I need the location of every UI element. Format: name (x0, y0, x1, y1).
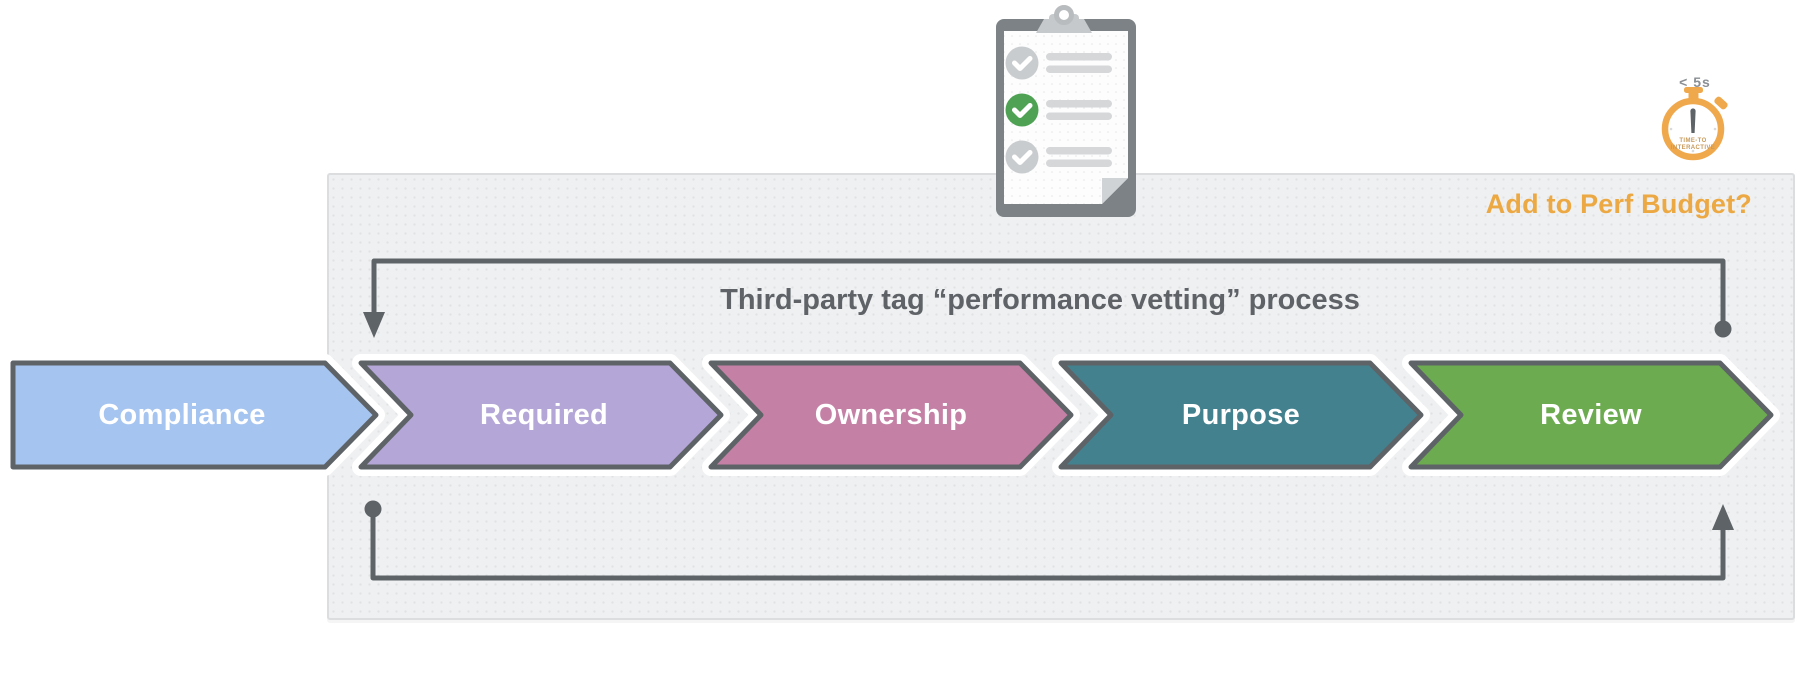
loop-arrow-top (363, 258, 1732, 338)
paper-fold-icon (1102, 178, 1128, 204)
checkmark-icon (1012, 103, 1033, 118)
stopwatch-caption-line2: INTERACTIVE (1671, 145, 1715, 151)
stopwatch-icon: TIME-TO INTERACTIVE (1661, 87, 1728, 161)
loop-bottom-arrowhead-icon (1712, 504, 1734, 530)
stage-arrow-required (358, 360, 724, 470)
stopwatch-caption-line1: TIME-TO (1679, 138, 1706, 144)
stage-arrow-compliance (10, 360, 379, 470)
checkmark-icon (1012, 150, 1033, 165)
clipboard-icon (996, 5, 1136, 217)
stage-arrows (10, 360, 1774, 470)
stage-arrow-ownership (708, 360, 1074, 470)
checklist-row-1 (1005, 46, 1112, 80)
clipboard-clip-icon (1036, 19, 1092, 33)
stage-arrow-purpose (1058, 360, 1424, 470)
stage-arrow-review (1408, 360, 1774, 470)
perf-budget-question: Add to Perf Budget? (1485, 189, 1752, 219)
checklist-row-2 (1005, 93, 1112, 127)
loop-arrow-bottom (364, 500, 1734, 581)
loop-top-arrowhead-icon (363, 312, 385, 338)
loop-top-start-dot (1714, 320, 1732, 338)
diagram-title: Third-party tag “performance vetting” pr… (720, 284, 1360, 316)
checkmark-icon (1012, 56, 1033, 71)
checklist-row-3 (1005, 140, 1112, 174)
loop-bottom-start-dot (364, 500, 382, 518)
stopwatch-time-label: < 5s (1679, 74, 1711, 90)
clipboard-ring-icon (1054, 5, 1074, 25)
stopwatch-needle-icon (1690, 111, 1696, 133)
